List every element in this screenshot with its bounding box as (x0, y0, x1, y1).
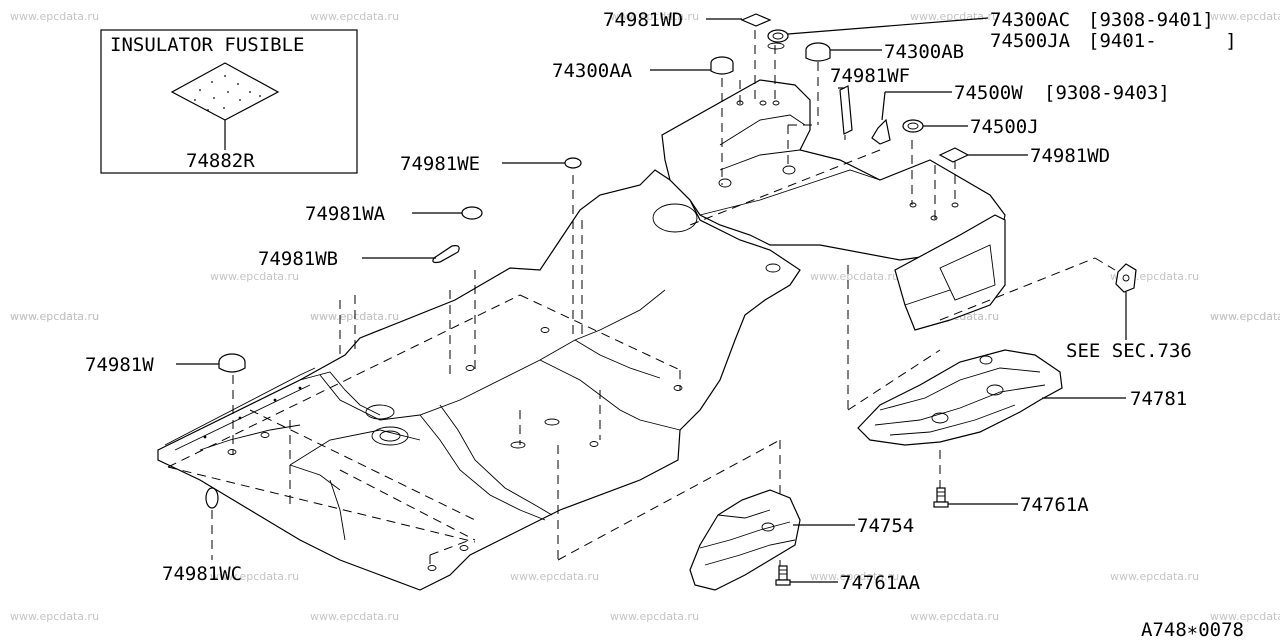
part-label-74981wd-right: 74981WD (1030, 145, 1110, 167)
part-label-74981wf: 74981WF (830, 65, 910, 87)
pad-74981wd-top-shape (740, 13, 772, 27)
watermark-text: www.epcdata.ru (10, 310, 99, 323)
watermark-text: www.epcdata.ru (10, 310, 99, 323)
watermark-text: www.epcdata.ru (910, 10, 999, 23)
part-label-74981we: 74981WE (400, 153, 480, 175)
insulator-74781-shape (857, 349, 1063, 446)
part-label-74300ac: 74300AC (990, 9, 1070, 31)
watermark-text: www.epcdata.ru (10, 610, 99, 623)
watermark-text: www.epcdata.ru (1210, 10, 1280, 23)
bolt-74761a-shape (933, 487, 949, 508)
watermark-text: www.epcdata.ru (510, 570, 599, 583)
insulator-pad-shape (170, 62, 280, 121)
watermark-text: www.epcdata.ru (810, 570, 899, 583)
part-label-74300aa: 74300AA (552, 60, 633, 82)
watermark-text: www.epcdata.ru (210, 270, 299, 283)
insulator-inset: INSULATOR FUSIBLE 74882R (100, 29, 358, 174)
watermark-text: www.epcdata.ru (10, 10, 99, 23)
watermark-text: www.epcdata.ru (810, 270, 899, 283)
part-label-74981wb: 74981WB (258, 248, 338, 270)
watermark-text: www.epcdata.ru (310, 10, 399, 23)
part-label-74781: 74781 (1130, 388, 1187, 410)
watermark-text: www.epcdata.ru (610, 610, 699, 623)
part-label-74882r: 74882R (186, 150, 255, 172)
part-label-74981wc: 74981WC (162, 563, 242, 585)
part-label-74981w: 74981W (85, 354, 154, 376)
part-label-74754: 74754 (857, 515, 914, 537)
diagram-code: A748∗0078 (1141, 619, 1244, 640)
watermark-text: www.epcdata.ru (1210, 310, 1280, 323)
see-section-reference: SEE SEC.736 (1066, 340, 1192, 362)
part-label-74500j: 74500J (970, 116, 1039, 138)
part-label-74500ja: 74500JA (990, 30, 1071, 52)
insulator-74754-shape (689, 489, 801, 591)
bolt-74761aa-shape (775, 565, 791, 586)
range-74500ja: [9401- ] (1088, 30, 1237, 52)
part-label-74761a: 74761A (1020, 494, 1089, 516)
watermark-text: www.epcdata.ru (210, 570, 299, 583)
watermark-text: www.epcdata.ru (1210, 310, 1280, 323)
part-label-74300ab: 74300AB (884, 41, 964, 63)
watermark-text: www.epcdata.ru (1110, 570, 1199, 583)
watermark-text: www.epcdata.ru (1210, 610, 1280, 623)
part-label-74981wd-top: 74981WD (603, 9, 683, 31)
part-labels: 74981WD 74300AC [9308-9401] 74500JA [940… (85, 9, 1244, 640)
range-74300ac: [9308-9401] (1088, 9, 1214, 31)
range-74500w: [9308-9403] (1044, 82, 1170, 104)
watermark-text: www.epcdata.ru (910, 610, 999, 623)
inset-title: INSULATOR FUSIBLE (110, 34, 304, 56)
watermark-text: www.epcdata.ru (310, 610, 399, 623)
leader-lines (176, 17, 1127, 583)
small-parts (205, 13, 1137, 586)
watermark-text: www.epcdata.ru (610, 10, 699, 23)
part-label-74500w: 74500W (954, 82, 1023, 104)
part-label-74761aa: 74761AA (840, 572, 921, 594)
floor-panel (157, 79, 1006, 591)
part-label-74981wa: 74981WA (305, 203, 386, 225)
